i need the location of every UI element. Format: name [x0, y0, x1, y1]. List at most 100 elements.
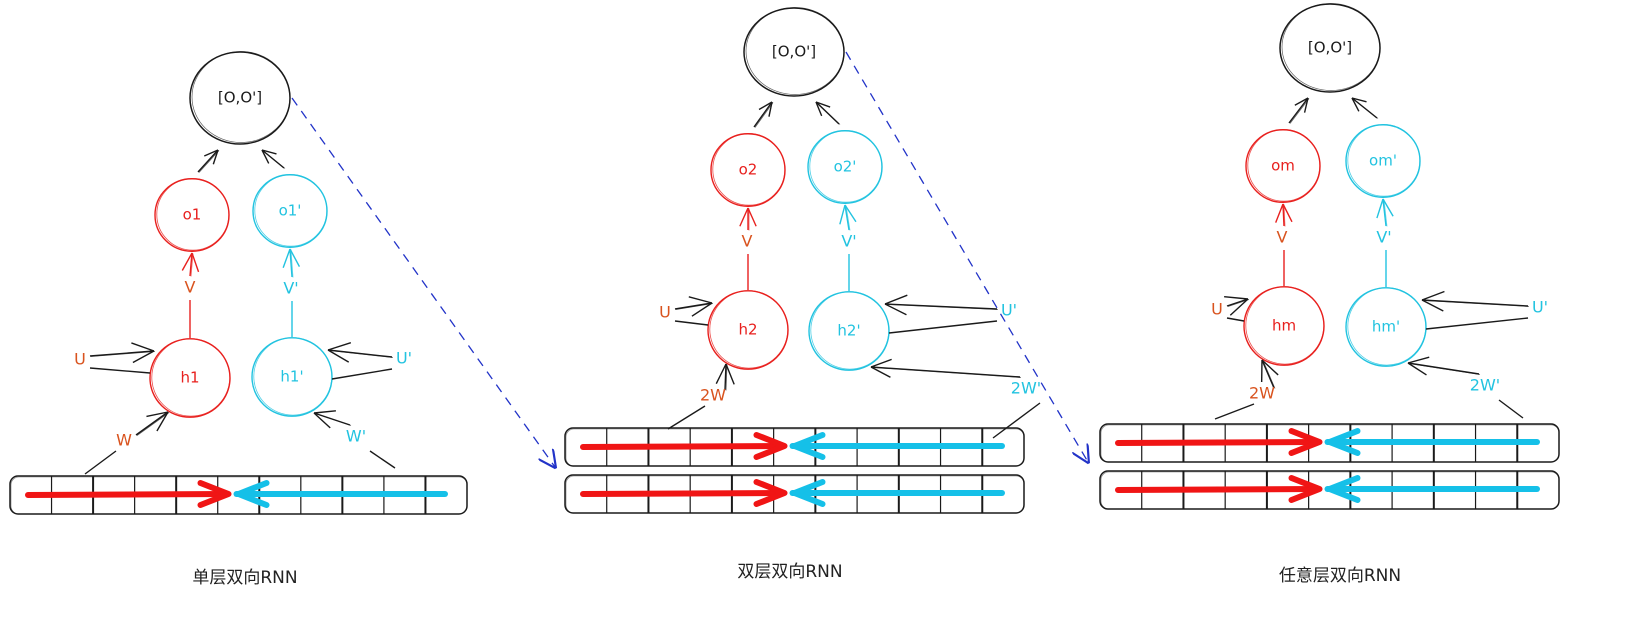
backward-sequence-arrow	[233, 480, 448, 508]
forward-output-node: om	[1245, 129, 1321, 203]
forward-input-stem	[667, 405, 706, 430]
caption-any-layer: 任意层双向RNN	[1278, 566, 1402, 586]
forward-hidden-node: h2	[707, 290, 789, 370]
backward-input-w-arrow	[1407, 356, 1481, 376]
sequence-strip	[564, 427, 1025, 467]
backward-input-stem	[369, 450, 396, 469]
forward-hidden-node: h1	[149, 338, 231, 418]
weight-label-w: 2W	[700, 386, 726, 405]
backward-sequence-arrow	[1324, 475, 1540, 503]
caption-single-layer: 单层双向RNN	[192, 568, 298, 588]
backward-output-node: o1'	[252, 174, 328, 248]
forward-output-node: o1	[154, 178, 230, 252]
forward-output-label: o1	[183, 206, 202, 224]
forward-sequence-arrow	[580, 479, 788, 507]
weight-label-w-prime: W'	[346, 427, 366, 446]
weight-label-u-prime: U'	[1001, 301, 1017, 320]
concat-output-node: [O,O']	[1279, 3, 1381, 93]
weight-label-w-prime: 2W'	[1011, 379, 1041, 398]
weight-label-v-prime: V'	[1376, 228, 1391, 247]
backward-output-node: om'	[1345, 124, 1421, 198]
forward-hidden-label: hm	[1272, 317, 1296, 335]
forward-recurrent-u-line	[1226, 317, 1245, 322]
concat-output-node: [O,O']	[743, 7, 845, 97]
forward-v-arrow	[739, 207, 757, 231]
backward-input-stem	[992, 402, 1041, 439]
backward-recurrent-u-line	[331, 368, 393, 380]
concat-node-label: [O,O']	[772, 43, 816, 61]
caption-two-layer: 双层双向RNN	[737, 562, 843, 582]
weight-label-w: W	[116, 431, 132, 450]
forward-sequence-arrow	[1115, 428, 1323, 456]
forward-output-node: o2	[710, 133, 786, 207]
backward-input-w-arrow	[313, 410, 352, 429]
rnn-panel-2: [O,O'] o2 o2' h2 h2' V V' U U' 2W 2W'	[564, 7, 1041, 514]
backward-hidden-label: h2'	[837, 322, 860, 340]
forward-hidden-label: h2	[738, 321, 757, 339]
dashed-link-panel2-to-panel3	[845, 51, 1088, 462]
weight-label-w: 2W	[1249, 384, 1275, 403]
forward-recurrent-u-line	[674, 320, 709, 326]
forward-recurrent-u-line	[89, 367, 151, 374]
backward-sequence-arrow	[1324, 428, 1540, 456]
backward-input-stem	[1498, 399, 1524, 419]
backward-input-w-arrow	[870, 358, 1022, 378]
sequence-strip	[1099, 423, 1560, 463]
forward-to-concat-arrow	[753, 101, 774, 128]
backward-hidden-node: hm'	[1345, 287, 1427, 367]
forward-hidden-node: hm	[1243, 286, 1325, 366]
backward-output-label: om'	[1369, 152, 1397, 170]
forward-v-arrow	[1275, 203, 1293, 227]
forward-input-w-arrow	[1260, 359, 1279, 389]
backward-recurrent-u-arrow	[327, 341, 394, 363]
dashed-link-panel1-to-panel2	[291, 97, 555, 467]
backward-hidden-label: hm'	[1372, 318, 1400, 336]
backward-v-arrow	[839, 204, 857, 231]
sequence-strip	[564, 474, 1025, 514]
backward-recurrent-u-arrow	[884, 294, 999, 316]
forward-input-stem	[1214, 403, 1255, 420]
backward-sequence-arrow	[789, 432, 1005, 460]
forward-sequence-arrow	[25, 480, 232, 508]
weight-label-v: V	[742, 232, 753, 251]
backward-to-concat-arrow	[261, 149, 286, 169]
backward-sequence-arrow	[789, 479, 1005, 507]
backward-recurrent-u-arrow	[1421, 290, 1530, 312]
backward-output-node: o2'	[807, 130, 883, 204]
forward-input-w-arrow	[715, 363, 735, 391]
weight-label-u-prime: U'	[396, 349, 412, 368]
backward-to-concat-arrow	[815, 101, 841, 125]
forward-recurrent-u-arrow	[89, 342, 156, 364]
backward-hidden-node: h1'	[251, 337, 333, 417]
backward-hidden-label: h1'	[280, 368, 303, 386]
forward-sequence-arrow	[580, 432, 788, 460]
forward-recurrent-u-arrow	[674, 296, 714, 317]
forward-output-label: om	[1271, 157, 1295, 175]
sequence-strip	[1099, 470, 1560, 510]
backward-hidden-node: h2'	[808, 291, 890, 371]
weight-label-u-prime: U'	[1532, 298, 1548, 317]
concat-output-node: [O,O']	[189, 51, 291, 145]
backward-to-concat-arrow	[1351, 97, 1379, 119]
weight-label-w-prime: 2W'	[1470, 376, 1500, 395]
forward-output-label: o2	[739, 161, 758, 179]
forward-to-concat-arrow	[197, 149, 220, 173]
forward-input-stem	[84, 450, 117, 475]
backward-v-arrow	[282, 248, 301, 278]
weight-label-u: U	[659, 303, 671, 322]
weight-label-v-prime: V'	[283, 279, 298, 298]
backward-recurrent-u-line	[888, 320, 998, 334]
forward-v-arrow	[181, 252, 200, 277]
forward-sequence-arrow	[1115, 475, 1323, 503]
backward-output-label: o2'	[834, 158, 857, 176]
backward-recurrent-u-line	[1425, 317, 1529, 330]
backward-v-arrow	[1376, 198, 1394, 227]
forward-hidden-label: h1	[180, 369, 199, 387]
weight-label-v: V	[185, 278, 196, 297]
weight-label-v: V	[1277, 228, 1288, 247]
weight-label-v-prime: V'	[841, 232, 856, 251]
concat-node-label: [O,O']	[218, 89, 262, 107]
